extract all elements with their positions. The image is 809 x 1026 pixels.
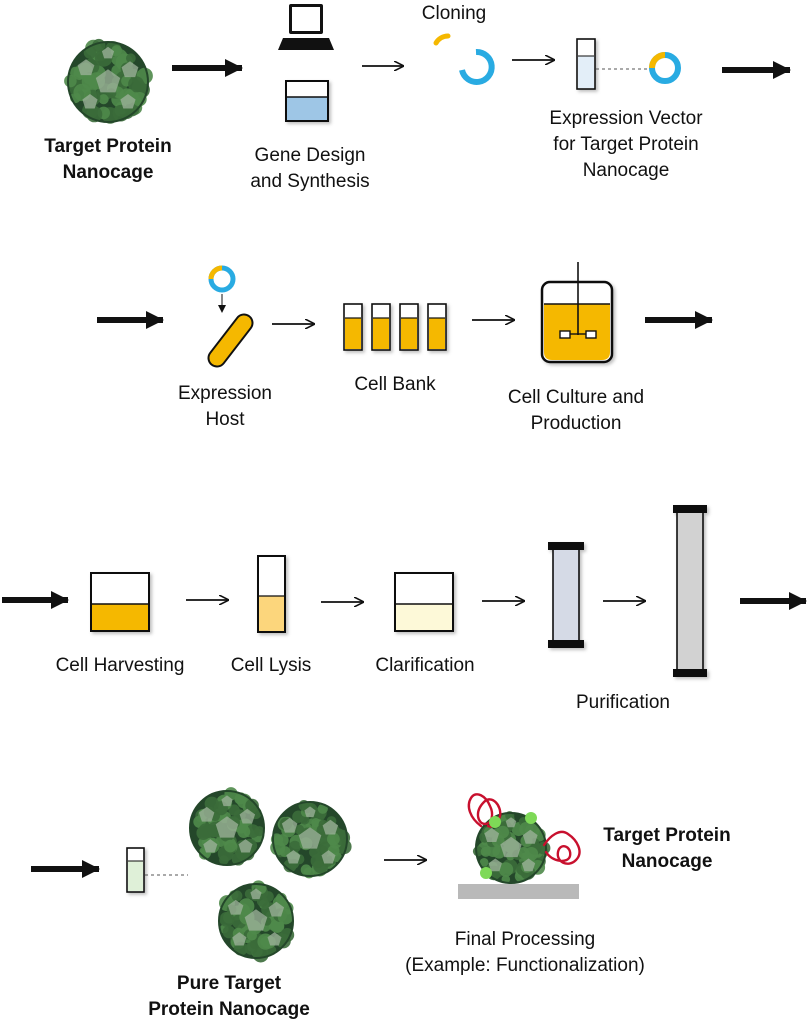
- expression-host-label-1: Expression: [178, 383, 272, 404]
- cell-bank-vials: [343, 303, 447, 351]
- gene-design-label-2: and Synthesis: [250, 171, 369, 192]
- final-processing-label-1: Final Processing: [455, 929, 595, 950]
- clarification-beaker: [394, 572, 454, 632]
- target-nanocage-label-1: Target Protein: [44, 136, 171, 157]
- dna-plasmid-icon: [208, 265, 236, 293]
- expression-vector-label-1: Expression Vector: [549, 108, 703, 129]
- clarification-label: Clarification: [375, 655, 474, 676]
- expression-host-label-2: Host: [205, 409, 245, 430]
- dna-plasmid-icon: [433, 33, 495, 85]
- chromatography-column-icon: [673, 505, 707, 677]
- bead-icon: [480, 867, 492, 879]
- cell-lysis-label: Cell Lysis: [231, 655, 312, 676]
- laptop-icon: [278, 4, 334, 50]
- bacterium-icon: [207, 313, 254, 368]
- cell-lysis-tube: [257, 555, 286, 633]
- cell-culture-label-1: Cell Culture and: [508, 387, 644, 408]
- cell-bank-label: Cell Bank: [354, 374, 436, 395]
- pure-nanocage-tube: [126, 847, 145, 893]
- chromatography-column-icon: [548, 542, 584, 648]
- pure-nanocage-label-2: Protein Nanocage: [148, 999, 310, 1020]
- peptide-linker-icon: [467, 793, 581, 865]
- expression-vector-label-3: Nanocage: [583, 160, 670, 181]
- dna-plasmid-icon: [649, 52, 681, 84]
- bioreactor-icon: [540, 262, 614, 364]
- final-nanocage-label-2: Nanocage: [622, 851, 713, 872]
- bead-icon: [489, 816, 501, 828]
- pure-nanocage-label-1: Pure Target: [177, 973, 282, 994]
- cell-harvesting-beaker: [90, 572, 150, 632]
- cloning-label: Cloning: [422, 3, 486, 24]
- pure-nanocage-icon: [270, 800, 352, 879]
- pure-nanocage-icon: [218, 880, 295, 963]
- gene-design-label-1: Gene Design: [255, 145, 366, 166]
- final-processing-label-2: (Example: Functionalization): [405, 955, 645, 976]
- pure-nanocage-icon: [189, 787, 265, 866]
- final-nanocage-label-1: Target Protein: [603, 825, 730, 846]
- cell-culture-label-2: Production: [531, 413, 622, 434]
- expression-vector-label-2: for Target Protein: [553, 134, 698, 155]
- surface-substrate: [458, 884, 579, 899]
- cell-harvesting-label: Cell Harvesting: [56, 655, 185, 676]
- bead-icon: [525, 812, 537, 824]
- gene-synthesis-beaker: [285, 80, 329, 122]
- target-nanocage-label-2: Nanocage: [63, 162, 154, 183]
- purification-label: Purification: [576, 692, 670, 713]
- target-protein-nanocage-icon: [64, 38, 153, 124]
- expression-vector-tube: [576, 38, 596, 90]
